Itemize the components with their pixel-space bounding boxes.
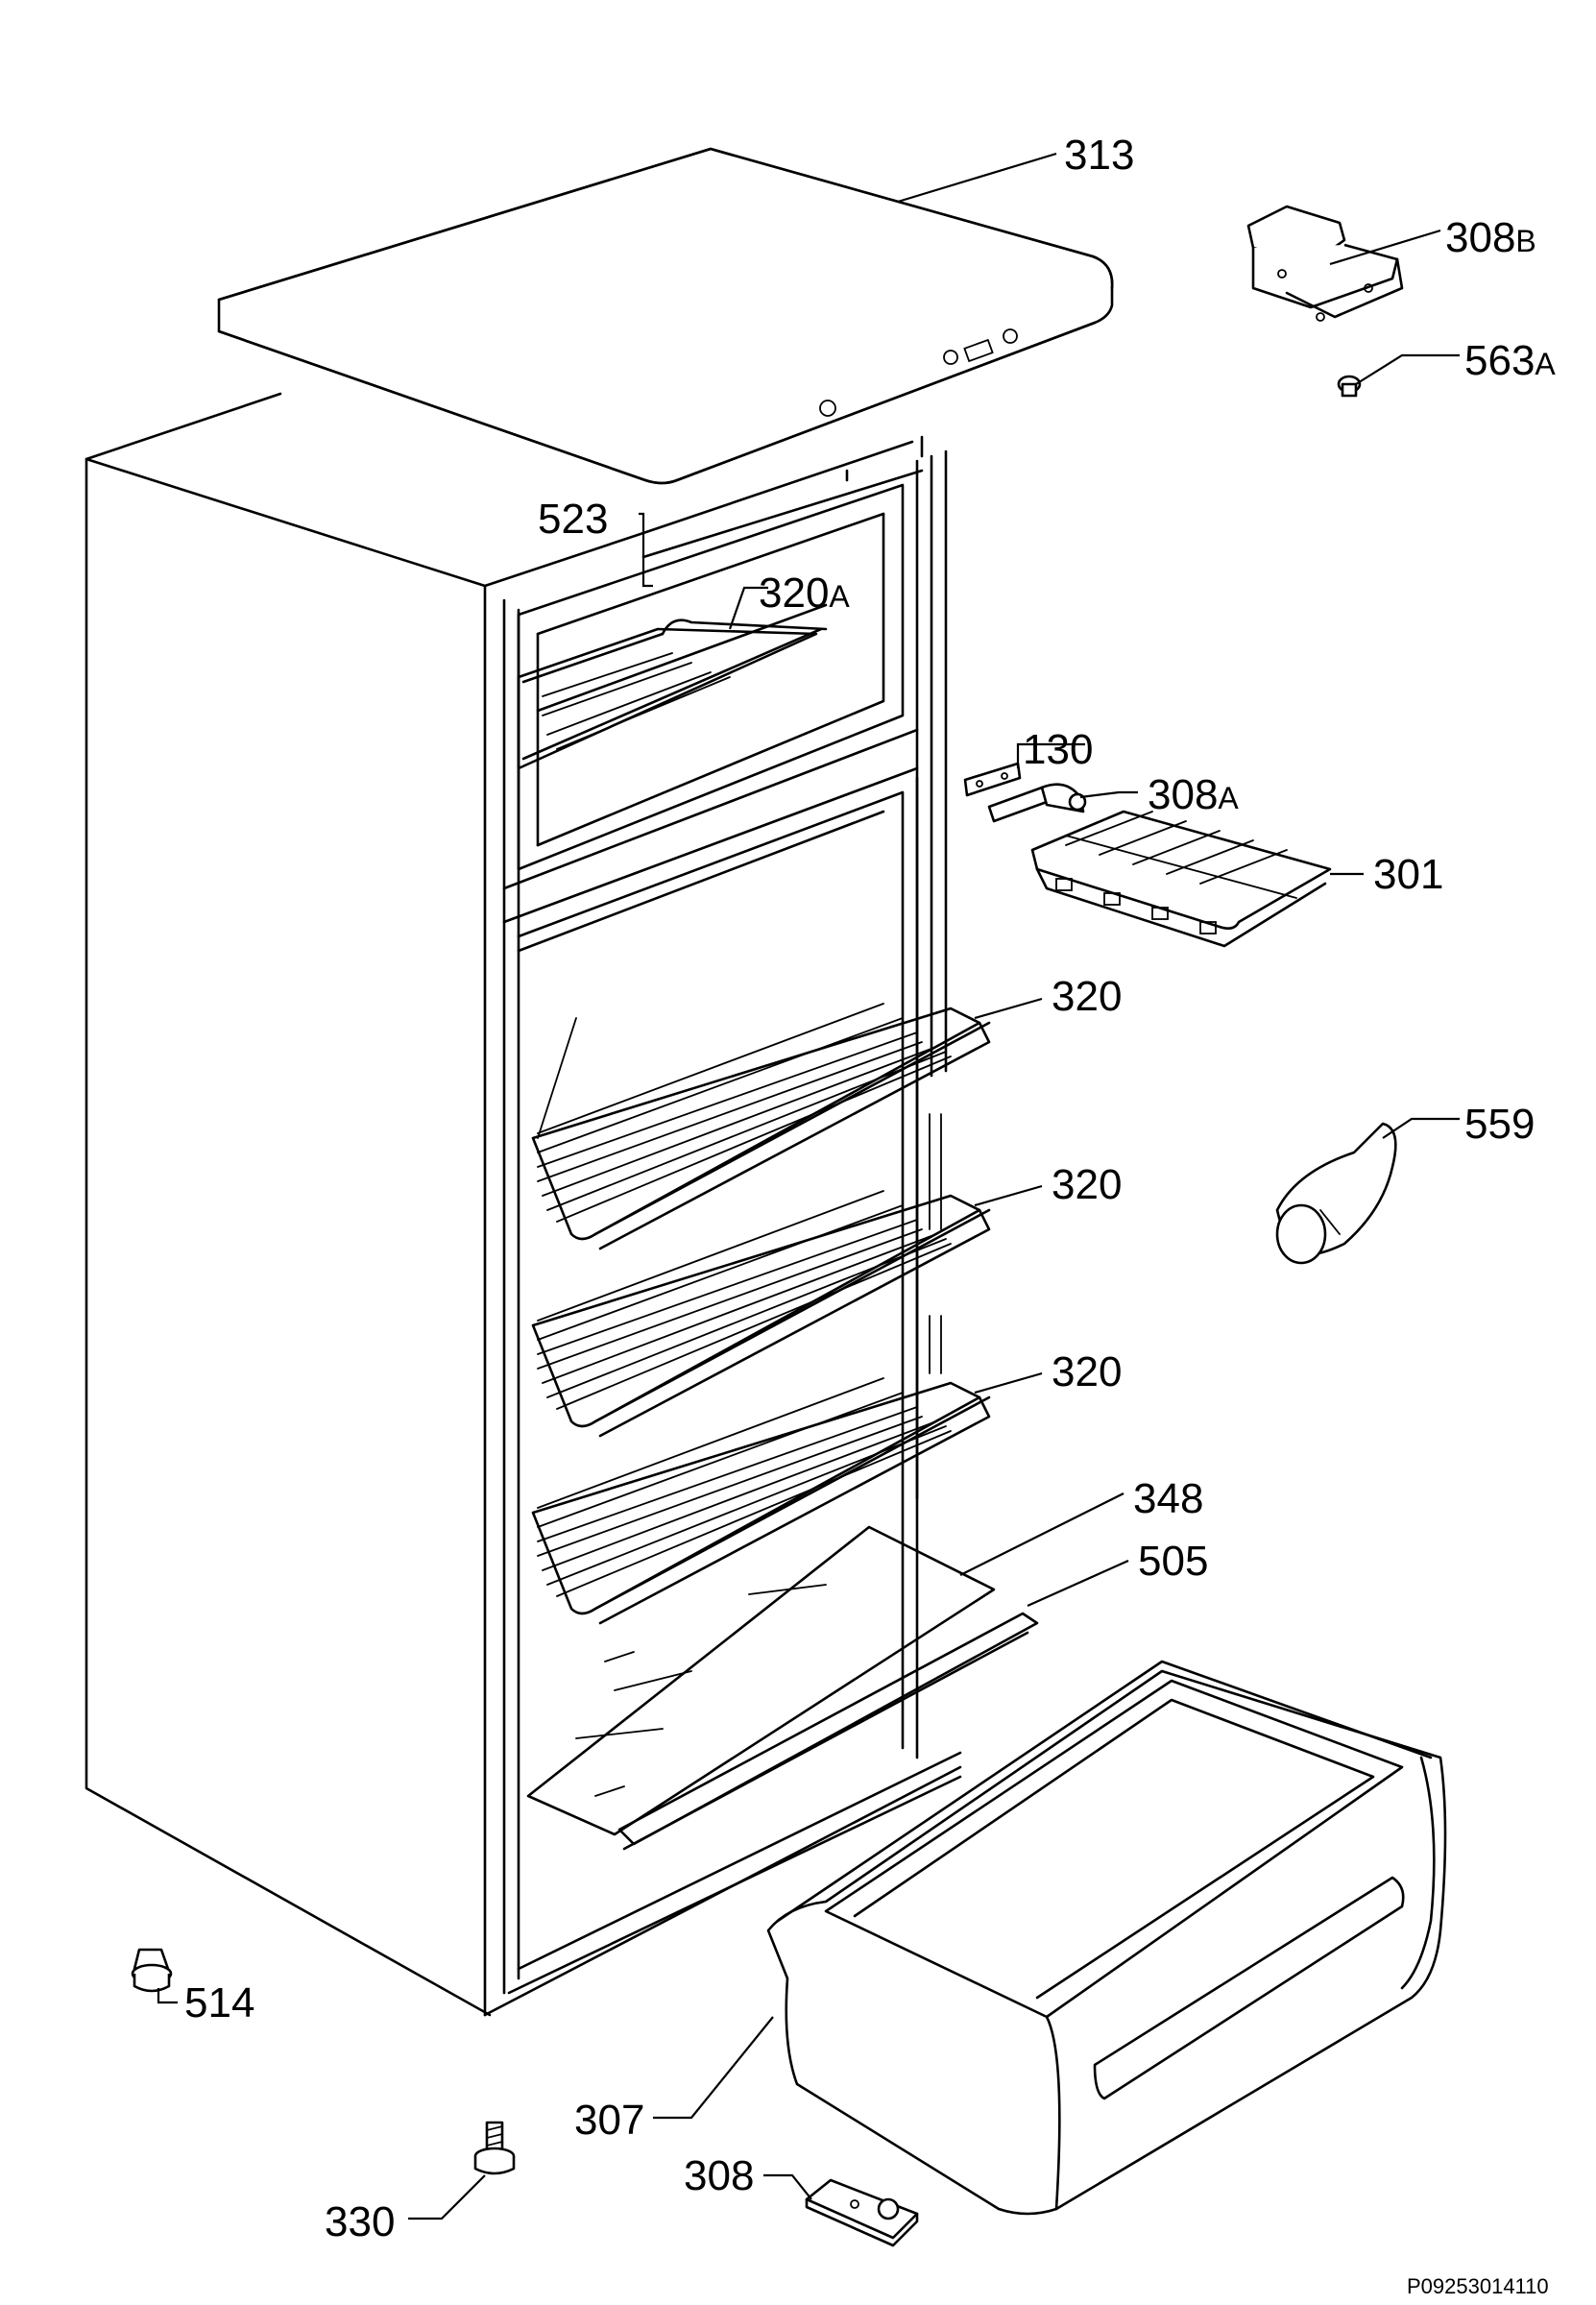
foot-514 [131, 1948, 173, 1993]
label-307: 307 [574, 2097, 644, 2144]
label-313: 313 [1064, 132, 1134, 179]
wire-shelf-320-1 [531, 1003, 991, 1250]
hinge-308a [1040, 783, 1087, 813]
label-348: 348 [1133, 1475, 1203, 1522]
label-505: 505 [1138, 1538, 1208, 1585]
label-559: 559 [1464, 1101, 1535, 1148]
top-cover-313 [217, 147, 1114, 485]
part-labels: 313 308B 563A 523 320A 130 308A 301 320 … [184, 132, 1556, 2298]
label-308b: 308B [1445, 214, 1536, 261]
hinge-bracket-308b [1246, 205, 1404, 322]
label-130: 130 [1023, 726, 1093, 773]
glass-shelf-348 [526, 1525, 996, 1836]
freezer-shelf-320a [517, 603, 828, 770]
screw-563a [1337, 375, 1362, 398]
crisper-drawer-307 [766, 1660, 1447, 2216]
label-308: 308 [684, 2152, 754, 2199]
label-320-1: 320 [1052, 973, 1122, 1020]
label-563a: 563A [1464, 337, 1556, 384]
label-514: 514 [184, 1979, 254, 2026]
ice-tray-301 [1030, 810, 1332, 948]
wire-shelf-320-2 [531, 1190, 991, 1438]
cabinet-body [85, 392, 962, 2017]
label-330: 330 [325, 2198, 395, 2245]
label-320a: 320A [759, 570, 850, 617]
label-308a: 308A [1148, 771, 1239, 818]
plate-308 [805, 2178, 919, 2247]
thermostat-knob-559 [1275, 1122, 1397, 1265]
label-301: 301 [1373, 851, 1443, 898]
label-320-2: 320 [1052, 1161, 1122, 1208]
wire-shelf-320-3 [531, 1377, 991, 1625]
screw-330 [473, 2121, 516, 2175]
shelf-profile-505 [617, 1612, 1039, 1851]
drawing-code: P09253014110 [1407, 2274, 1549, 2298]
leader-lines [157, 152, 1460, 2220]
label-320-3: 320 [1052, 1348, 1122, 1395]
label-523: 523 [538, 496, 608, 543]
